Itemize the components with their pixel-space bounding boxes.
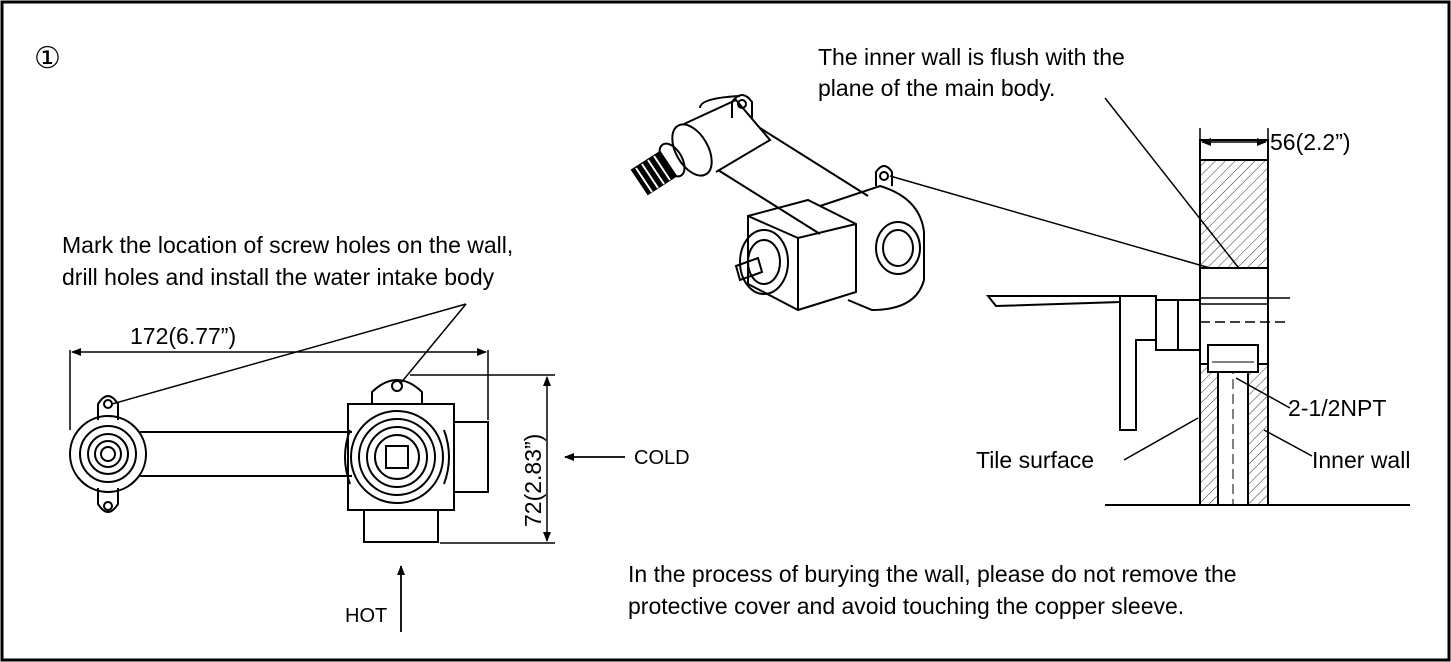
note-flush-line2: plane of the main body.: [818, 75, 1055, 101]
intake-body-isometric-view: [630, 94, 925, 312]
note-screw-holes-line1: Mark the location of screw holes on the …: [62, 232, 513, 258]
npt-pointer-line: [1235, 377, 1291, 409]
inner-wall-pointer-line: [1263, 429, 1313, 457]
note-burying-line1: In the process of burying the wall, plea…: [628, 561, 1237, 587]
tile-surface-pointer-line: [1123, 417, 1199, 461]
step-marker: ①: [34, 42, 61, 75]
npt-label: 2-1/2NPT: [1288, 395, 1386, 421]
pointer-line-lug: [889, 175, 1211, 269]
intake-body-front-view: [69, 379, 489, 543]
dimension-width-label: 172(6.77”): [130, 323, 236, 349]
cold-label: COLD: [634, 447, 690, 469]
dimension-depth-label: 56(2.2”): [1270, 129, 1351, 155]
note-burying-line2: protective cover and avoid touching the …: [628, 593, 1184, 619]
note-flush-line1: The inner wall is flush with the: [818, 44, 1125, 70]
pointer-line-center-hole: [399, 303, 467, 385]
pointer-line-left-hole: [111, 303, 467, 405]
tile-surface-label: Tile surface: [976, 447, 1094, 473]
inner-wall-label: Inner wall: [1312, 447, 1410, 473]
threaded-inlet: [630, 150, 678, 196]
dimension-width: [69, 348, 489, 430]
dimension-height: [410, 374, 555, 544]
note-screw-holes-line2: drill holes and install the water intake…: [62, 264, 495, 290]
dimension-depth: [1199, 128, 1269, 150]
dimension-height-label: 72(2.83”): [520, 434, 546, 527]
hot-label: HOT: [345, 605, 387, 627]
